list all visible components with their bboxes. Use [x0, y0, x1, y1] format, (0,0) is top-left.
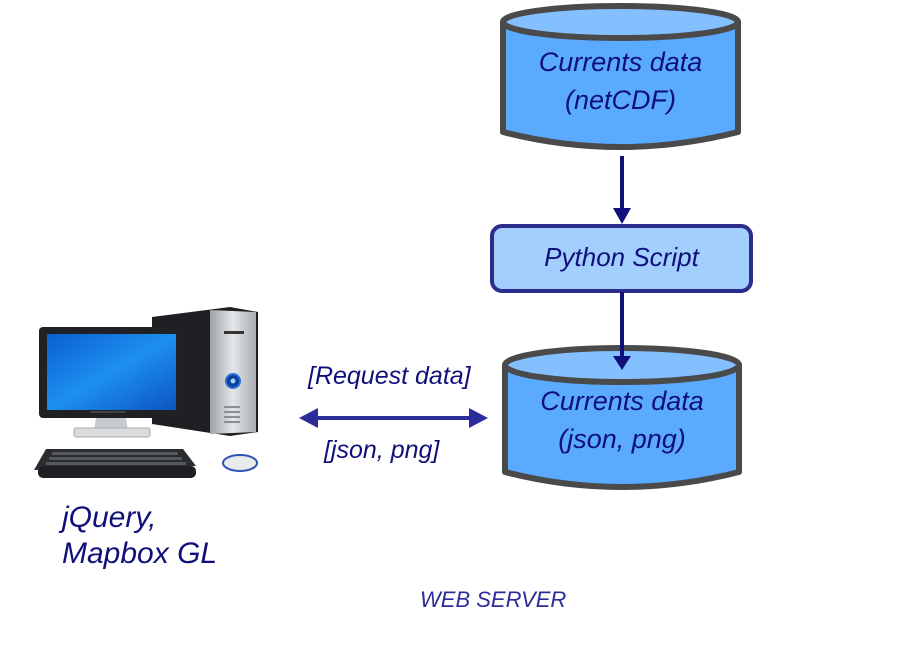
cylinder-body — [500, 19, 741, 150]
netcdf-data-store — [500, 3, 741, 150]
netcdf-store-label: Currents data (netCDF) — [503, 43, 738, 119]
client-libraries-label: jQuery, Mapbox GL — [62, 500, 217, 572]
desktop-computer-icon — [34, 307, 258, 478]
cylinder-top — [500, 3, 741, 41]
request-data-label: [Request data] — [308, 362, 471, 390]
python-script-label: Python Script — [544, 242, 699, 272]
python-script-box — [490, 224, 753, 293]
json-store-format: (json, png) — [558, 424, 686, 454]
client-library-jquery: jQuery, — [62, 501, 157, 534]
web-server-label: WEB SERVER — [420, 587, 567, 612]
response-data-label: [json, png] — [324, 436, 440, 464]
netcdf-store-title: Currents data — [538, 47, 703, 77]
json-store-label: Currents data (json, png) — [505, 382, 739, 458]
bidirectional-arrow — [299, 408, 488, 428]
client-library-mapbox: Mapbox GL — [62, 537, 218, 570]
json-store-title: Currents data — [540, 386, 704, 416]
cylinder-body — [502, 362, 742, 490]
arrowhead-left — [299, 408, 318, 428]
arrow-netcdf-to-python — [613, 156, 631, 224]
json-png-data-store — [502, 340, 742, 490]
arrowhead-right — [469, 408, 488, 428]
netcdf-store-format: (netCDF) — [564, 85, 676, 115]
